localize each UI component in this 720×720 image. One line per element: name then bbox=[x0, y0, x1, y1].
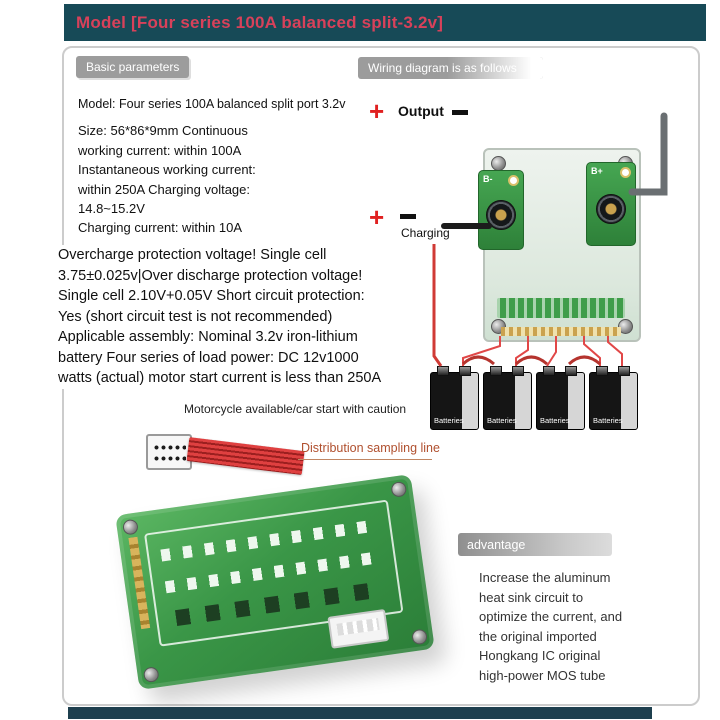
screw-icon bbox=[390, 480, 408, 498]
advantage-badge: advantage bbox=[458, 533, 612, 556]
battery-terminal-icon bbox=[618, 366, 630, 376]
mount-hole-icon bbox=[508, 175, 519, 186]
battery-label: Batteries bbox=[540, 416, 570, 425]
battery: Batteries bbox=[589, 366, 638, 430]
battery: Batteries bbox=[536, 366, 585, 430]
screw-icon bbox=[121, 518, 139, 536]
b-plus-label: B+ bbox=[591, 166, 603, 176]
badge-fade-overlay bbox=[446, 57, 543, 79]
footer-bar bbox=[68, 707, 652, 719]
screw-icon bbox=[491, 156, 506, 171]
basic-parameters-badge: Basic parameters bbox=[76, 56, 190, 78]
sampling-line-label: Distribution sampling line bbox=[301, 441, 440, 455]
screw-icon bbox=[618, 319, 633, 334]
b-plus-board: B+ bbox=[586, 162, 636, 246]
model-text: Model: Four series 100A balanced split p… bbox=[78, 97, 346, 111]
page-title: Model [Four series 100A balanced split-3… bbox=[76, 12, 444, 32]
output-minus-sign: - bbox=[452, 110, 468, 115]
component-strip bbox=[497, 298, 625, 318]
terminal-connector-icon bbox=[486, 199, 516, 230]
charging-label: Charging bbox=[401, 226, 450, 240]
screw-icon bbox=[142, 666, 160, 684]
connector-pin-grid-icon bbox=[152, 440, 186, 464]
protection-spec-text: Overcharge protection voltage! Single ce… bbox=[58, 245, 440, 390]
advantage-badge-label: advantage bbox=[467, 537, 526, 552]
title-bar: Model [Four series 100A balanced split-3… bbox=[64, 4, 706, 41]
balance-pin-header bbox=[501, 327, 621, 336]
battery-terminal-icon bbox=[490, 366, 502, 376]
caution-text: Motorcycle available/car start with caut… bbox=[184, 402, 407, 416]
output-plus-sign: + bbox=[369, 96, 385, 126]
terminal-connector-icon bbox=[596, 193, 626, 224]
battery-label: Batteries bbox=[434, 416, 464, 425]
battery-terminal-icon bbox=[543, 366, 555, 376]
battery-terminal-icon bbox=[512, 366, 524, 376]
sampling-leader-line bbox=[298, 459, 432, 460]
screw-icon bbox=[411, 628, 429, 646]
balance-connector bbox=[327, 608, 390, 649]
battery-terminal-icon bbox=[437, 366, 449, 376]
wiring-diagram-badge: Wiring diagram is as follows bbox=[358, 57, 543, 79]
battery-terminal-icon bbox=[565, 366, 577, 376]
sampling-connector bbox=[146, 434, 192, 470]
b-minus-label: B- bbox=[483, 174, 493, 184]
mount-hole-icon bbox=[620, 167, 631, 178]
size-spec-text: Size: 56*86*9mm Continuous working curre… bbox=[78, 123, 256, 216]
charging-current-text: Charging current: within 10A bbox=[78, 220, 243, 235]
advantage-text: Increase the aluminum heat sink circuit … bbox=[479, 570, 623, 683]
battery-terminal-icon bbox=[459, 366, 471, 376]
battery-label: Batteries bbox=[487, 416, 517, 425]
battery: Batteries bbox=[430, 366, 479, 430]
charging-minus-sign: - bbox=[400, 214, 416, 219]
charging-plus-sign: + bbox=[369, 202, 385, 232]
battery-terminal-icon bbox=[596, 366, 608, 376]
battery: Batteries bbox=[483, 366, 532, 430]
output-label: Output bbox=[398, 103, 444, 119]
b-minus-board: B- bbox=[478, 170, 524, 250]
battery-label: Batteries bbox=[593, 416, 623, 425]
